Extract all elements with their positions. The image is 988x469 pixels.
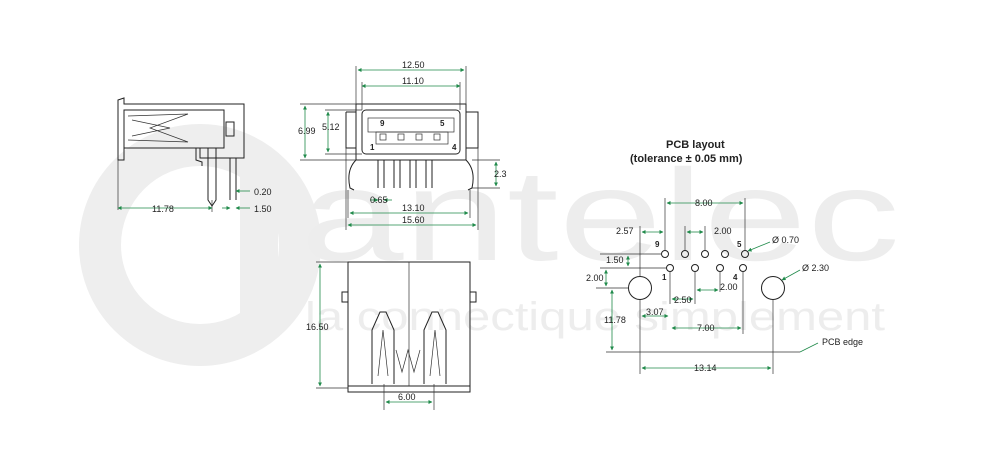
pcb-dim-11-78: 11.78 bbox=[604, 315, 626, 325]
pcb-pin-5: 5 bbox=[737, 240, 742, 249]
pcb-dim-8-00: 8.00 bbox=[695, 198, 713, 208]
pcb-tolerance: (tolerance ± 0.05 mm) bbox=[630, 153, 743, 165]
pcb-layout: PCB layout (tolerance ± 0.05 mm) 9 5 1 4… bbox=[586, 139, 863, 374]
pcb-title: PCB layout bbox=[666, 139, 725, 151]
front-pin-9: 9 bbox=[380, 119, 385, 128]
front-dim-11-10: 11.10 bbox=[402, 76, 424, 86]
pcb-dim-1-50: 1.50 bbox=[606, 255, 624, 265]
front-dim-6-99: 6.99 bbox=[298, 126, 316, 136]
pcb-dim-2-00-mid: 2.00 bbox=[720, 282, 738, 292]
top-view: 16.50 6.00 bbox=[306, 261, 477, 410]
front-dim-13-10: 13.10 bbox=[402, 203, 425, 213]
watermark-logo-circle bbox=[79, 124, 321, 366]
side-view: 11.78 0.20 1.50 bbox=[117, 97, 272, 214]
pcb-dim-0-70: Ø 0.70 bbox=[772, 235, 799, 245]
pcb-dim-2-57: 2.57 bbox=[616, 226, 634, 236]
front-dim-12-50: 12.50 bbox=[402, 60, 425, 70]
front-dim-5-12: 5.12 bbox=[322, 122, 340, 132]
pcb-dim-7-00: 7.00 bbox=[697, 323, 715, 333]
pcb-dim-2-30: Ø 2.30 bbox=[802, 263, 829, 273]
front-view: 9 5 1 4 12.50 11.10 6.99 5.12 2.3 0.65 1… bbox=[298, 60, 507, 230]
pcb-dim-13-14: 13.14 bbox=[694, 363, 717, 373]
pcb-dim-2-00-top: 2.00 bbox=[714, 226, 732, 236]
pcb-edge-label: PCB edge bbox=[822, 337, 863, 347]
top-dim-16-50: 16.50 bbox=[306, 322, 329, 332]
front-pin-1: 1 bbox=[370, 143, 375, 152]
pcb-dim-3-07: 3.07 bbox=[646, 307, 664, 317]
front-dim-15-60: 15.60 bbox=[402, 215, 425, 225]
front-dim-2-3: 2.3 bbox=[494, 169, 507, 179]
watermark-tagline: la connectique simplement bbox=[305, 295, 885, 339]
pcb-pin-1: 1 bbox=[662, 273, 667, 282]
front-pin-5: 5 bbox=[440, 119, 445, 128]
pcb-pin-9: 9 bbox=[655, 240, 660, 249]
front-pin-4: 4 bbox=[452, 143, 457, 152]
side-dim-0-20: 0.20 bbox=[254, 187, 272, 197]
pcb-dim-2-50: 2.50 bbox=[674, 295, 692, 305]
pcb-pin-4: 4 bbox=[733, 273, 738, 282]
side-dim-11-78: 11.78 bbox=[152, 204, 174, 214]
front-dim-0-65: 0.65 bbox=[370, 195, 388, 205]
watermark-logo-bar bbox=[240, 160, 278, 330]
side-dim-1-50: 1.50 bbox=[254, 204, 272, 214]
pcb-dim-2-00-left: 2.00 bbox=[586, 273, 604, 283]
top-dim-6-00: 6.00 bbox=[398, 392, 416, 402]
